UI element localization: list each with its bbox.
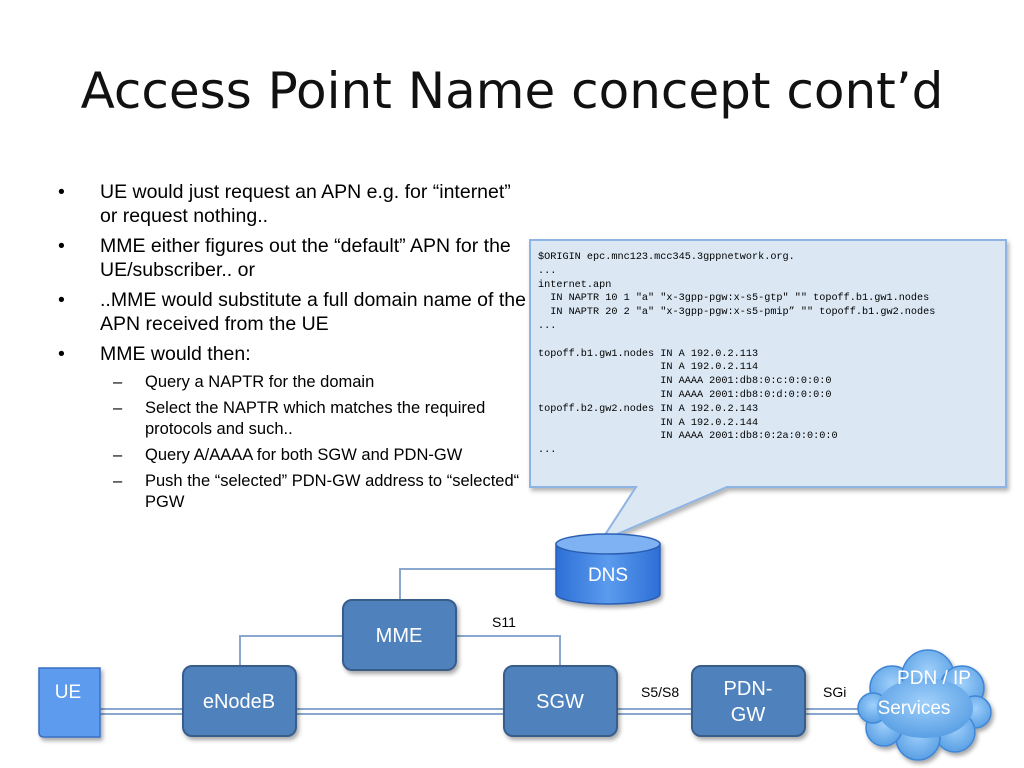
sub-bullet-text: Query A/AAAA for both SGW and PDN-GW xyxy=(145,446,463,464)
sub-bullet-item: – Query A/AAAA for both SGW and PDN-GW xyxy=(58,445,528,466)
mme-dns-link xyxy=(399,568,558,600)
sub-bullet-text: Select the NAPTR which matches the requi… xyxy=(145,399,486,438)
dns-label: DNS xyxy=(588,565,628,586)
ue-label: UE xyxy=(55,682,81,703)
s11-label: S11 xyxy=(492,614,516,630)
mme-enodeb-link xyxy=(239,635,343,667)
bullet-list: • UE would just request an APN e.g. for … xyxy=(58,180,528,518)
bullet-marker: • xyxy=(58,289,65,311)
sub-bullet-text: Query a NAPTR for the domain xyxy=(145,373,375,391)
bullet-text: UE would just request an APN e.g. for “i… xyxy=(100,181,511,227)
dns-zone-text: $ORIGIN epc.mnc123.mcc345.3gppnetwork.or… xyxy=(538,252,936,457)
dns-node xyxy=(555,533,661,605)
pdn-gw-label-line1: PDN- xyxy=(724,678,773,700)
bullet-item: • MME would then: xyxy=(58,342,528,366)
slide-title: Access Point Name concept cont’d xyxy=(80,62,944,120)
bullet-marker: • xyxy=(58,181,65,203)
bullet-item: • UE would just request an APN e.g. for … xyxy=(58,180,528,228)
bullet-text: MME either figures out the “default” APN… xyxy=(100,235,511,281)
ue-node xyxy=(38,667,101,738)
bullet-item: • ..MME would substitute a full domain n… xyxy=(58,288,528,336)
sgw-node xyxy=(503,665,618,737)
sub-bullet-marker: – xyxy=(113,446,123,464)
bullet-marker: • xyxy=(58,235,65,257)
pdn-label-line2: Services xyxy=(878,698,951,719)
sgi-label: SGi xyxy=(823,684,846,700)
connection-lines xyxy=(239,568,561,667)
bullet-marker: • xyxy=(58,343,65,365)
sub-bullet-item: – Select the NAPTR which matches the req… xyxy=(58,398,528,440)
callout-shape xyxy=(529,239,1007,544)
bullet-text: MME would then: xyxy=(100,343,251,365)
sub-bullet-item: – Query a NAPTR for the domain xyxy=(58,372,528,393)
sgw-label: SGW xyxy=(536,691,584,713)
bullet-text: ..MME would substitute a full domain nam… xyxy=(100,289,526,335)
mme-sgw-link xyxy=(456,635,561,667)
pdn-label-line1: PDN / IP xyxy=(897,668,971,689)
bullet-item: • MME either figures out the “default” A… xyxy=(58,234,528,282)
enodeb-label: eNodeB xyxy=(203,691,275,713)
sub-bullet-marker: – xyxy=(113,373,123,391)
user-plane-lines xyxy=(100,708,868,715)
sub-bullet-marker: – xyxy=(113,472,123,490)
sub-bullet-item: – Push the “selected” PDN-GW address to … xyxy=(58,471,528,513)
mme-label: MME xyxy=(376,625,423,647)
s5s8-label: S5/S8 xyxy=(641,684,679,700)
pdn-gw-node xyxy=(691,665,806,737)
sub-bullet-text: Push the “selected” PDN-GW address to “s… xyxy=(145,472,520,511)
enodeb-node xyxy=(182,665,297,737)
pdn-gw-label-line2: GW xyxy=(731,704,766,726)
pdn-cloud-icon xyxy=(857,649,992,761)
sub-bullet-marker: – xyxy=(113,399,123,417)
mme-node xyxy=(342,599,457,671)
